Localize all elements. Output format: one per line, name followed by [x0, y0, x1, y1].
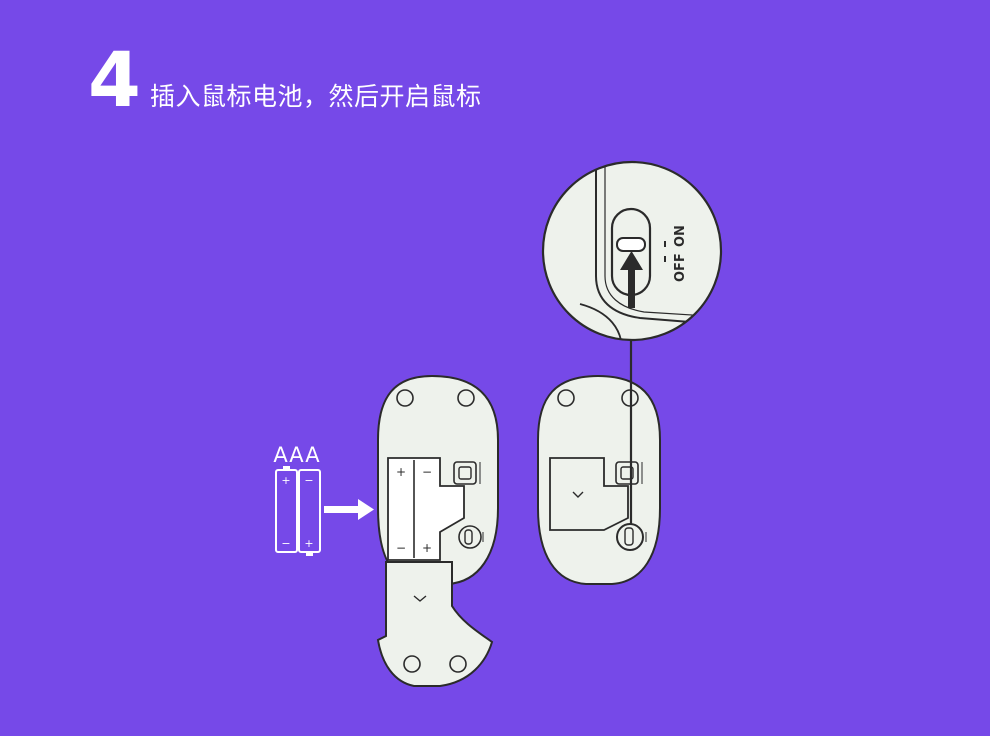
battery-type-label: AAA — [273, 443, 320, 467]
switch-off-label: OFF — [673, 253, 688, 282]
bay-plus-mark-2: + — [422, 541, 432, 555]
battery-group: AAA + − − + — [273, 443, 321, 556]
bay-minus-mark: − — [422, 465, 432, 479]
mouse-open-battery-bay: + − − + — [377, 374, 499, 585]
battery-cover — [376, 561, 494, 687]
battery-right-minus: − — [304, 474, 313, 487]
bay-minus-mark-2: − — [396, 541, 406, 555]
battery-right-plus: + — [304, 537, 313, 550]
battery-right: − + — [298, 469, 321, 556]
battery-left: + − — [275, 466, 298, 553]
bay-plus-mark: + — [396, 465, 406, 479]
insert-arrow-icon — [324, 499, 374, 520]
switch-zoom-callout: OFF ON — [541, 160, 723, 342]
switch-on-label: ON — [673, 225, 688, 247]
step-title: 插入鼠标电池，然后开启鼠标 — [150, 82, 482, 111]
battery-left-plus: + — [281, 474, 290, 487]
mouse-closed — [537, 374, 661, 585]
battery-left-minus: − — [281, 537, 290, 550]
step-number: 4 — [88, 35, 141, 124]
